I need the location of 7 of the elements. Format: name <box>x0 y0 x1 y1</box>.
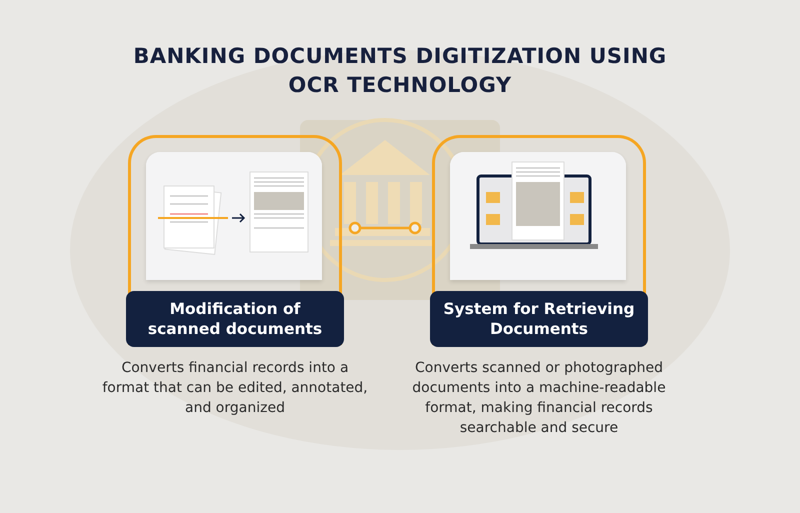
card-frame <box>432 135 646 345</box>
card-description: Converts financial records into a format that can be edited, annotated, and organized <box>101 359 369 418</box>
card-frame <box>128 135 342 345</box>
card-description: Converts scanned or photographed documents into a machine-readable format, making financial records searchable and secure <box>411 359 667 438</box>
title: BANKING DOCUMENTS DIGITIZATION USING OCR TECHNOLOGY <box>132 43 668 99</box>
card-heading: Modification of scanned documents <box>146 299 324 339</box>
card-heading: System for Retrieving Documents <box>442 299 636 339</box>
